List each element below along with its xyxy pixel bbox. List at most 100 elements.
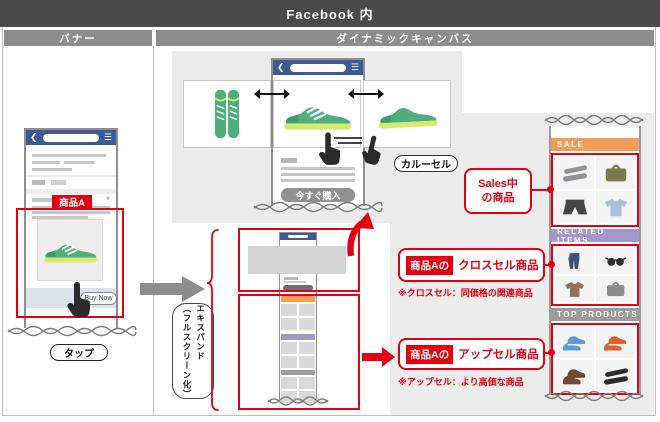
feed-line [32,161,60,164]
feed-right-arrow-icon [362,346,396,368]
brace-bracket [206,227,220,413]
feed-line [32,168,72,171]
up-sell-label: アップセル商品 [458,349,539,361]
product-a-highlight-box [16,208,124,318]
green-sneaker-top-view [214,89,240,139]
product-cell[interactable] [555,360,594,391]
related-items-section-header: RELATED ITEMS [551,226,639,245]
product-cell[interactable] [596,327,635,358]
mini-product-cell [299,377,315,389]
feed-line [284,281,306,283]
shoes-pair-icon [562,368,585,384]
cross-sell-label: クロスセル商品 [458,260,539,272]
mini-carousel-strip [248,246,346,274]
expanded-bottom-highlight-box [238,294,360,410]
search-bar[interactable] [42,133,99,142]
menu-icon[interactable]: ☰ [103,132,112,142]
feed-line [32,211,110,214]
menu-icon[interactable]: ☰ [350,62,359,72]
cross-sell-dot [548,261,555,268]
mini-product-cell [299,391,315,403]
tshirt-icon [604,198,627,217]
carousel-card-right[interactable] [363,80,451,148]
tshirt-icon [565,281,584,297]
feed-tab[interactable] [51,180,66,185]
hand-cursor-icon [316,130,340,172]
mini-product-cell [281,342,297,354]
cross-sell-callout: 商品Aの クロスセル商品 [398,248,545,282]
related-items-products-grid [553,246,637,304]
buy-immediately-button[interactable]: 今すぐ購入 [281,188,355,202]
mini-top-products-bar [281,370,315,375]
product-a-image[interactable] [37,219,103,281]
sneakers-pair-icon [603,335,626,352]
tap-annotation-label: タップ [64,349,94,360]
torn-edge-wave [6,322,138,340]
column-header-canvas-label: ダイナミックキャンバス [336,32,474,45]
product-cell[interactable] [555,248,594,274]
feed-line [281,167,355,170]
related-items-products-box [551,244,639,306]
product-cell[interactable] [555,276,594,302]
bag-icon [606,281,625,297]
top-products-box [551,323,639,395]
sale-callout-connector [532,189,549,191]
jeans-icon [568,253,580,269]
torn-edge-wave [266,394,330,408]
mini-product-cell [299,342,315,354]
chevron-down-icon[interactable]: ▾ [106,194,111,203]
product-cell[interactable] [596,360,635,391]
back-chevron-icon[interactable]: ❮ [30,132,38,142]
related-items-section-title: RELATED ITEMS [557,226,605,245]
product-cell[interactable] [555,191,594,223]
mini-product-cell [281,356,297,368]
up-sell-badge: 商品Aの [406,344,454,364]
product-cell[interactable] [596,191,635,223]
mini-product-grid [281,342,315,368]
swipe-hand-icon [356,131,385,172]
column-header-dynamic-canvas: ダイナミックキャンバス [156,30,654,46]
sale-callout-line1: Sales中 [478,177,518,190]
product-cell[interactable] [596,157,635,189]
product-a-badge-label: 商品A [59,198,85,209]
sale-section-header: SALE [551,138,639,151]
top-products-grid [553,325,637,393]
product-cell[interactable] [596,248,635,274]
product-strip-right-rail [639,126,641,394]
feed-divider [26,189,116,194]
search-bar[interactable] [289,63,346,72]
feed-tab[interactable] [32,180,45,185]
mini-product-cell [281,391,297,403]
expand-annotation: エキスパンド （フルスクリーン化） [172,303,214,399]
product-a-badge: 商品A [52,195,92,209]
feed-line [281,179,355,182]
column-header-banner-label: バナー [59,32,97,45]
mini-product-cell [281,318,297,330]
sale-items-callout: Sales中 の商品 [464,168,532,214]
product-cell[interactable] [596,276,635,302]
up-sell-dot [548,349,555,356]
mini-buy-button [283,285,313,291]
product-cell[interactable] [555,157,594,189]
buy-now-label: Buy Now [84,295,113,302]
feed-line [64,161,94,164]
feed-divider [26,175,116,177]
top-products-section-title: TOP PRODUCTS [557,310,639,319]
product-cell[interactable] [555,327,594,358]
carousel-card-left[interactable] [183,80,271,148]
torn-edge-wave [252,198,384,216]
up-sell-callout: 商品Aの アップセル商品 [398,338,545,370]
feed-line [281,173,355,176]
column-divider [153,46,154,415]
flow-arrow-right-icon [140,274,206,304]
buy-immediately-label: 今すぐ購入 [295,190,341,201]
mini-phone-header [280,233,316,240]
back-chevron-icon[interactable]: ❮ [277,62,285,72]
sale-callout-line2: の商品 [481,192,515,204]
carousel-card-center[interactable] [273,80,361,148]
carousel-annotation: カルーセル [394,155,458,172]
slides-icon [603,367,628,385]
shorts-icon [562,199,587,215]
torn-edge-wave [543,388,649,404]
